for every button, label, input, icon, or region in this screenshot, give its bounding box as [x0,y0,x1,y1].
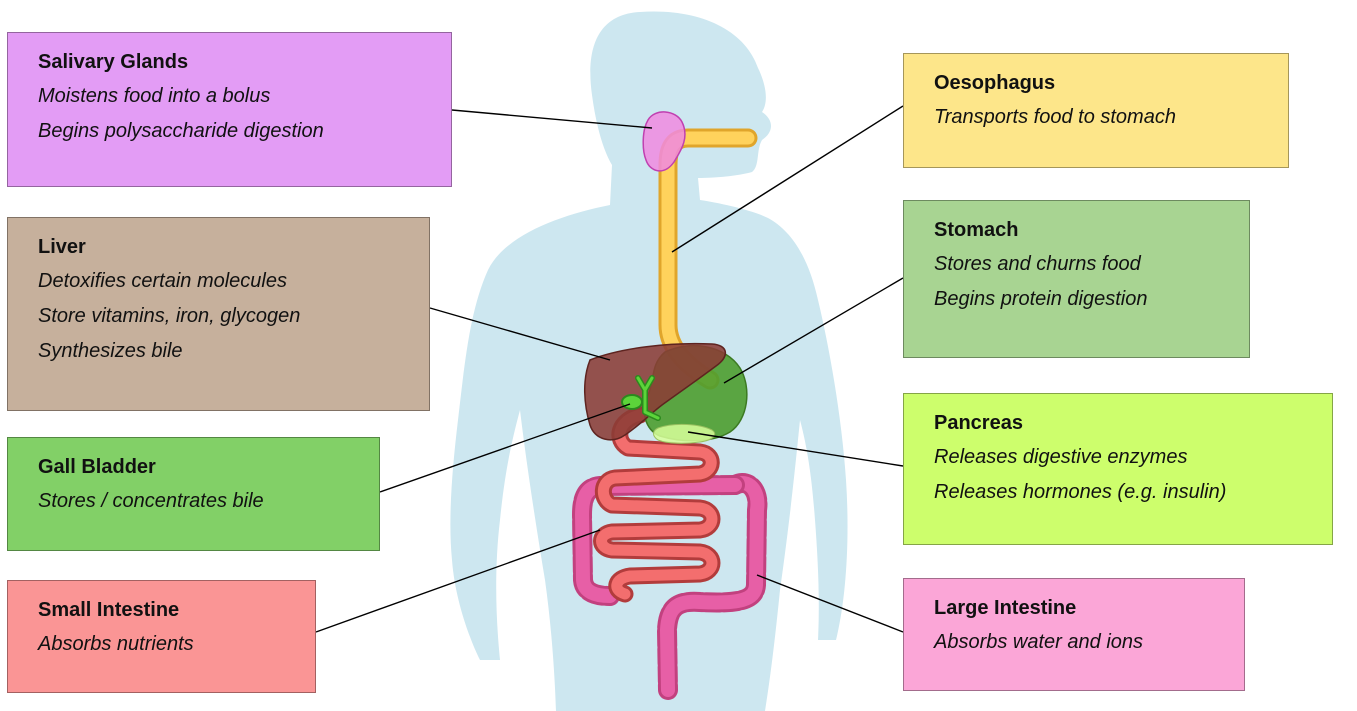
oesophagus-label: Oesophagus Transports food to stomach [903,53,1289,168]
pancreas-label: Pancreas Releases digestive enzymes Rele… [903,393,1333,545]
stomach-line-1: Stores and churns food [934,251,1221,277]
liver-title: Liver [38,234,401,260]
liver-line-1: Detoxifies certain molecules [38,268,401,294]
pancreas-line-1: Releases digestive enzymes [934,444,1304,470]
salivary-glands-label: Salivary Glands Moistens food into a bol… [7,32,452,187]
large-intestine-title: Large Intestine [934,595,1216,621]
large-intestine-line-1: Absorbs water and ions [934,629,1216,655]
liver-label: Liver Detoxifies certain molecules Store… [7,217,430,411]
pancreas-organ [654,424,715,443]
stomach-line-2: Begins protein digestion [934,286,1221,312]
pancreas-title: Pancreas [934,410,1304,436]
salivary-glands-title: Salivary Glands [38,49,423,75]
large-intestine-label: Large Intestine Absorbs water and ions [903,578,1245,691]
gall-bladder-title: Gall Bladder [38,454,351,480]
small-intestine-title: Small Intestine [38,597,287,623]
stomach-title: Stomach [934,217,1221,243]
salivary-glands-line-2: Begins polysaccharide digestion [38,118,423,144]
stomach-label: Stomach Stores and churns food Begins pr… [903,200,1250,358]
small-intestine-line-1: Absorbs nutrients [38,631,287,657]
salivary-glands-line-1: Moistens food into a bolus [38,83,423,109]
gall-bladder-label: Gall Bladder Stores / concentrates bile [7,437,380,551]
oesophagus-title: Oesophagus [934,70,1260,96]
gall-bladder-line-1: Stores / concentrates bile [38,488,351,514]
pancreas-line-2: Releases hormones (e.g. insulin) [934,479,1304,505]
small-intestine-label: Small Intestine Absorbs nutrients [7,580,316,693]
liver-line-3: Synthesizes bile [38,338,401,364]
oesophagus-line-1: Transports food to stomach [934,104,1260,130]
liver-line-2: Store vitamins, iron, glycogen [38,303,401,329]
